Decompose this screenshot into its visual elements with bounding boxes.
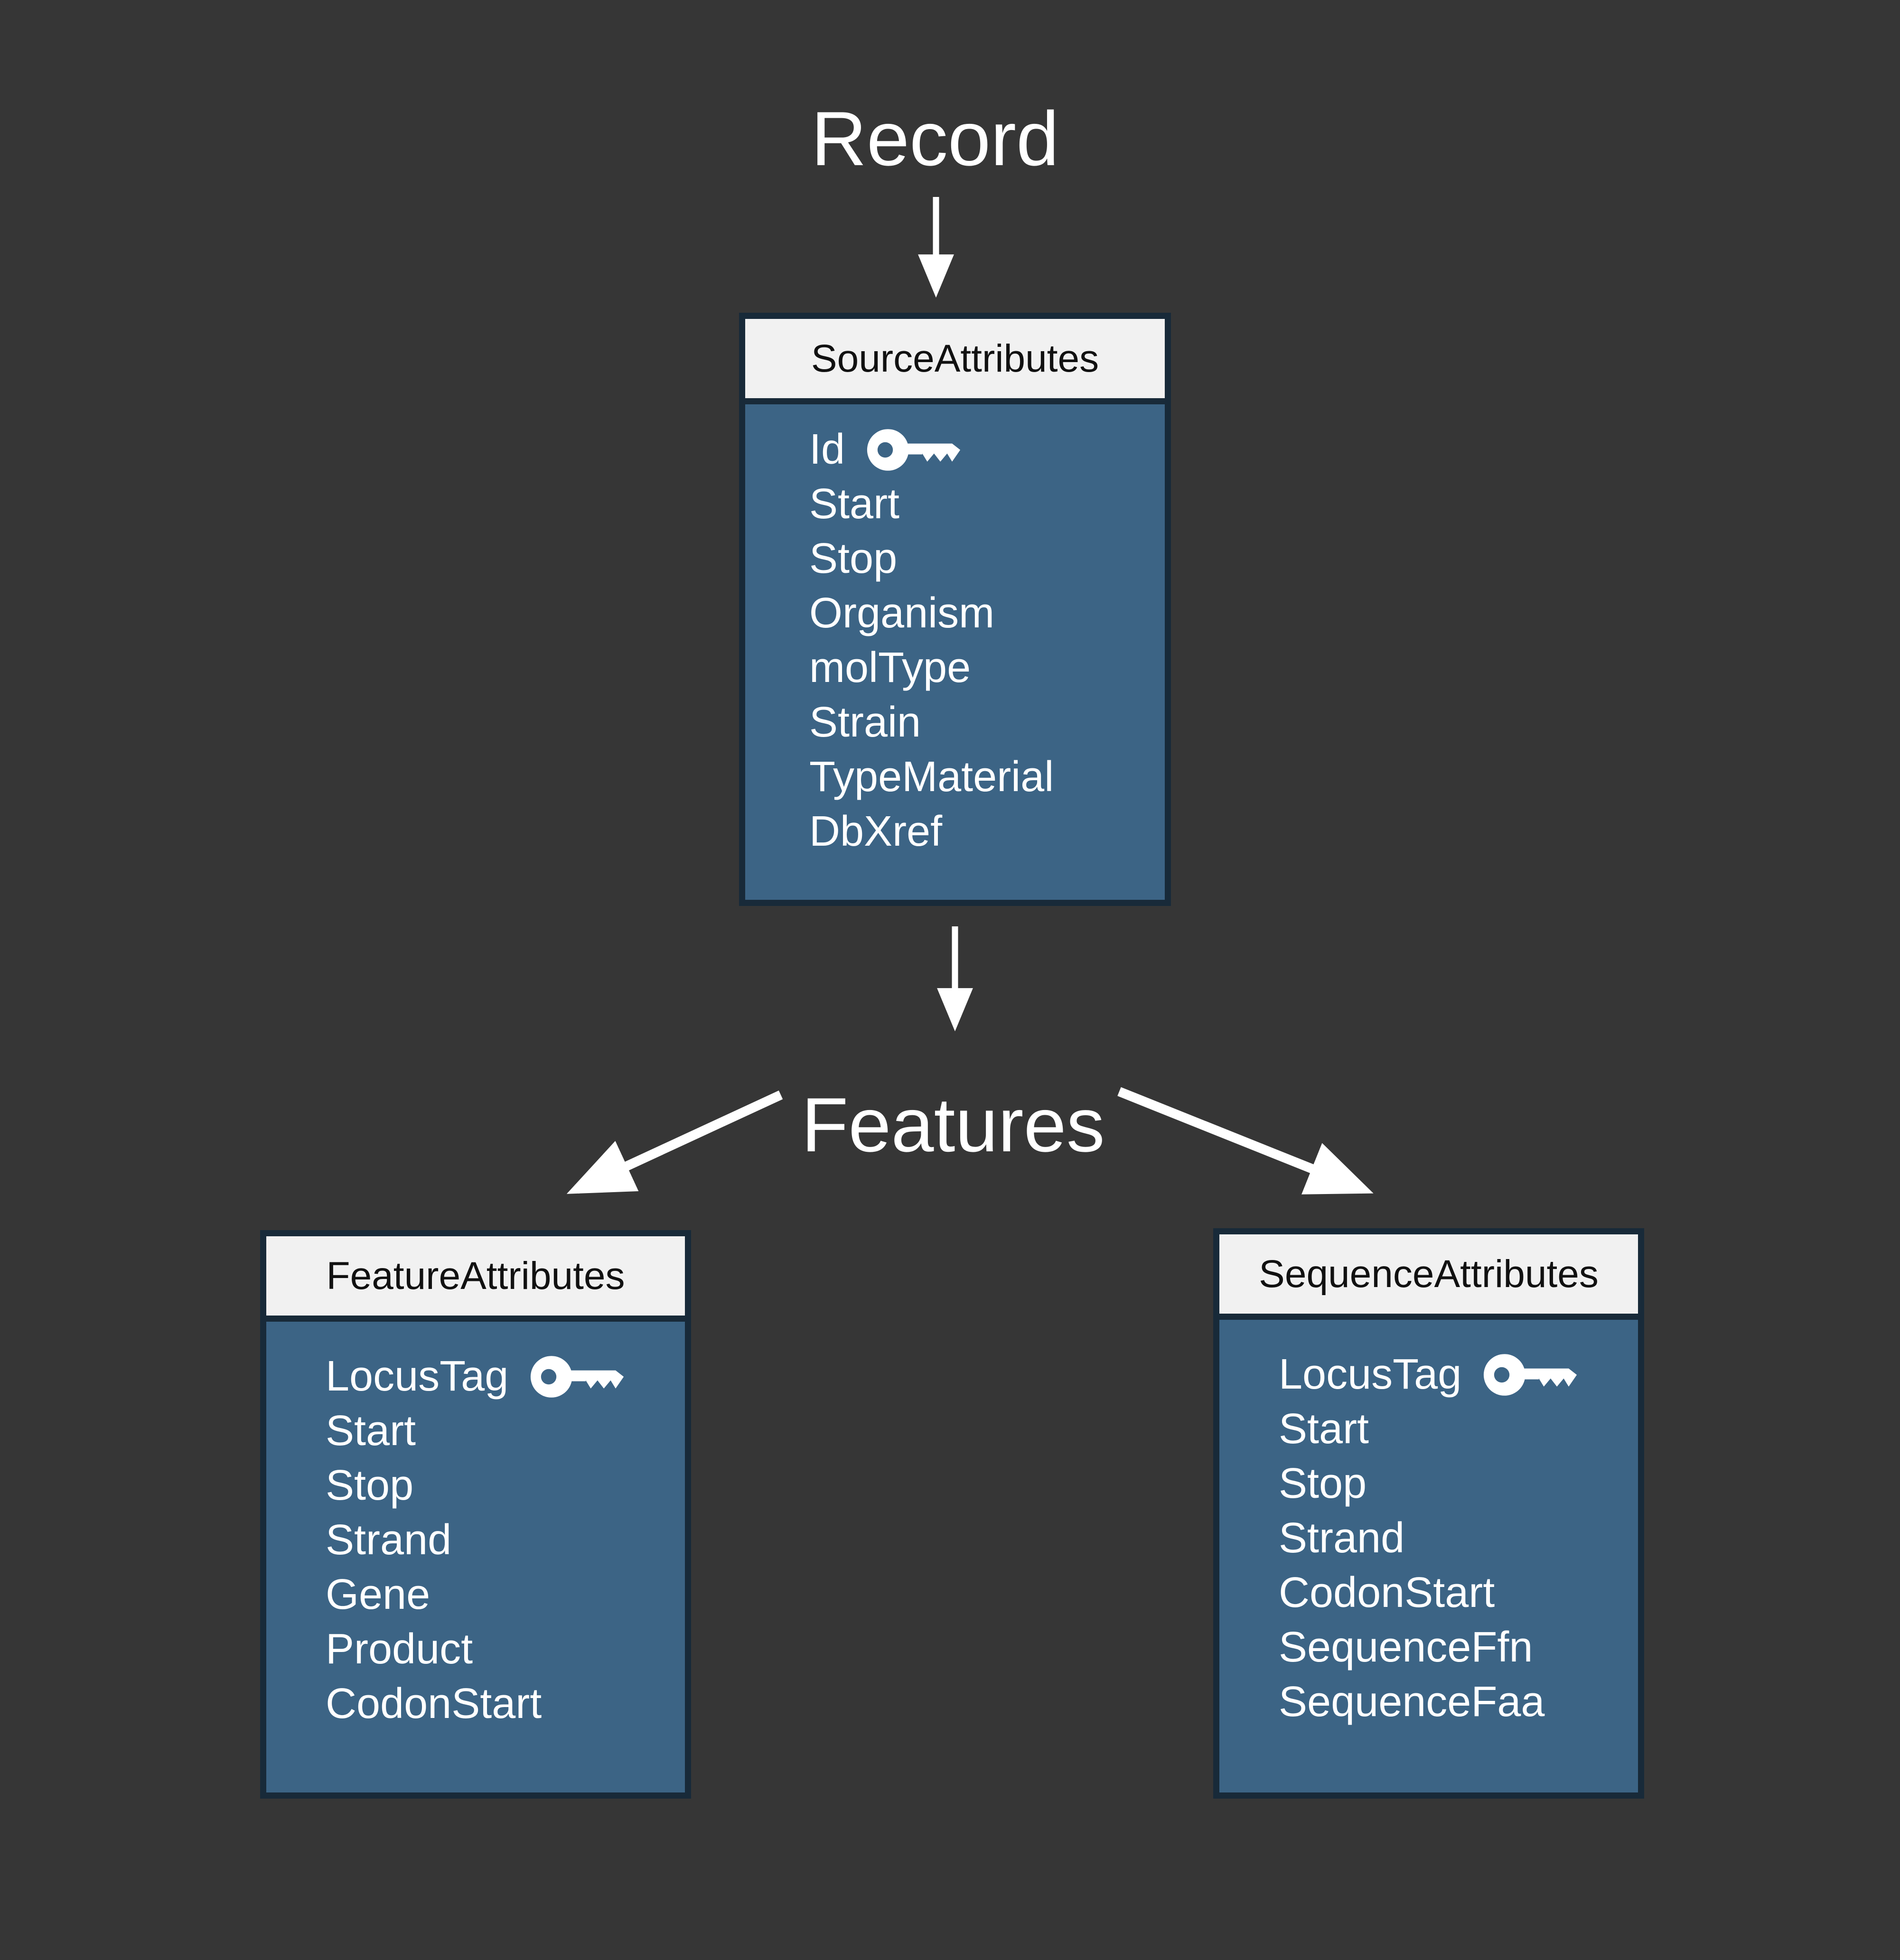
field-row: Strand <box>1279 1511 1633 1566</box>
field-row: Product <box>326 1622 680 1677</box>
field-label: Gene <box>326 1571 431 1618</box>
arrow-features-to-sequenceattributes <box>1117 1087 1374 1195</box>
features-label: Features <box>801 1082 1105 1168</box>
field-label: Strand <box>326 1516 452 1564</box>
table-header: SequenceAttributes <box>1219 1234 1638 1320</box>
field-row: SequenceFaa <box>1279 1675 1633 1729</box>
field-label: LocusTag <box>326 1353 509 1400</box>
field-row: Start <box>1279 1402 1633 1456</box>
table-header: FeatureAttributes <box>266 1236 685 1322</box>
field-row: molType <box>809 641 1160 695</box>
field-row: Start <box>809 477 1160 532</box>
field-row: Stop <box>1279 1456 1633 1511</box>
table-sequence-attributes: SequenceAttributes LocusTag Start Stop S… <box>1213 1228 1644 1799</box>
field-label: Stop <box>1279 1460 1367 1507</box>
field-row: CodonStart <box>1279 1566 1633 1620</box>
field-label: Strain <box>809 699 921 746</box>
field-label: Start <box>1279 1405 1369 1453</box>
field-row: Stop <box>326 1458 680 1513</box>
field-label: DbXref <box>809 808 943 855</box>
field-label: CodonStart <box>326 1680 542 1727</box>
field-label: Product <box>326 1625 473 1673</box>
field-label: Strand <box>1279 1514 1405 1562</box>
field-row: Stop <box>809 532 1160 586</box>
record-label: Record <box>811 96 1059 182</box>
field-label: Start <box>326 1407 416 1455</box>
field-row: TypeMaterial <box>809 750 1160 804</box>
field-label: CodonStart <box>1279 1569 1495 1616</box>
field-row: SequenceFfn <box>1279 1620 1633 1675</box>
field-row: Id <box>809 422 1160 477</box>
table-fields: Id Start Stop Organism molType Strain Ty… <box>745 404 1165 859</box>
field-row: Strand <box>326 1513 680 1568</box>
table-header: SourceAttributes <box>745 319 1165 404</box>
field-label: molType <box>809 644 971 691</box>
field-label: Stop <box>809 535 898 582</box>
field-label: Stop <box>326 1462 414 1509</box>
arrow-features-to-featureattributes <box>566 1090 783 1194</box>
field-row: Start <box>326 1404 680 1458</box>
field-label: Id <box>809 426 845 473</box>
field-row: Organism <box>809 586 1160 641</box>
field-label: SequenceFfn <box>1279 1624 1533 1671</box>
table-fields: LocusTag Start Stop Strand Gene Product … <box>266 1322 685 1731</box>
field-label: TypeMaterial <box>809 753 1054 801</box>
field-label: LocusTag <box>1279 1351 1462 1398</box>
field-row: CodonStart <box>326 1677 680 1731</box>
field-label: Start <box>809 480 900 528</box>
field-row: Gene <box>326 1568 680 1622</box>
table-feature-attributes: FeatureAttributes LocusTag Start Stop St… <box>260 1230 691 1799</box>
field-label: SequenceFaa <box>1279 1678 1545 1726</box>
key-icon <box>867 429 961 471</box>
field-row: LocusTag <box>326 1349 680 1404</box>
key-icon <box>531 1355 624 1398</box>
table-source-attributes: SourceAttributes Id Start Stop Organism … <box>739 313 1171 906</box>
field-label: Organism <box>809 589 995 637</box>
key-icon <box>1484 1353 1577 1396</box>
field-row: Strain <box>809 695 1160 750</box>
field-row: LocusTag <box>1279 1347 1633 1402</box>
table-fields: LocusTag Start Stop Strand CodonStart Se… <box>1219 1320 1638 1729</box>
field-row: DbXref <box>809 804 1160 859</box>
